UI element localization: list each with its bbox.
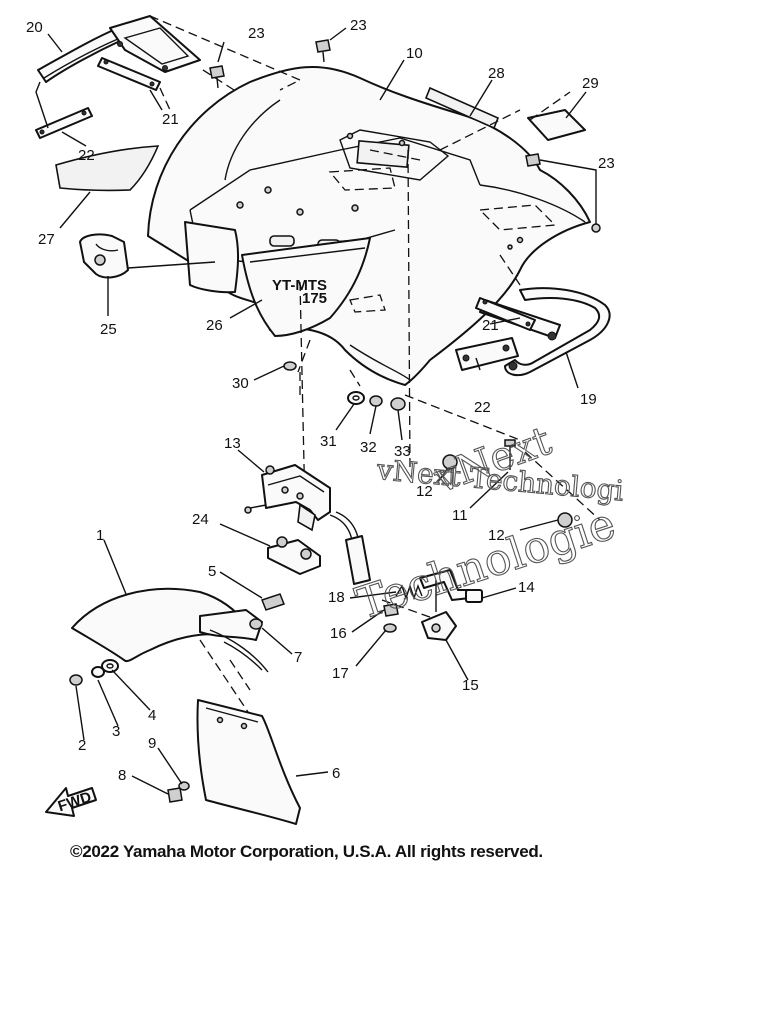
nut-7 — [249, 618, 263, 630]
bolt-top-b — [315, 39, 331, 63]
callout-26: 26 — [206, 317, 223, 334]
spring — [395, 583, 423, 601]
callout-17: 17 — [332, 665, 349, 682]
plate-right — [455, 337, 519, 371]
callout-23: 23 — [248, 25, 265, 42]
callout-2: 2 — [78, 737, 86, 754]
bolt-right — [525, 153, 601, 233]
callout-6: 6 — [332, 765, 340, 782]
bolt-top-a — [209, 65, 225, 89]
rear-bracket — [244, 464, 331, 532]
copyright-notice: ©2022 Yamaha Motor Corporation, U.S.A. A… — [70, 842, 543, 861]
fwd-arrow-icon: FWD — [45, 787, 97, 817]
grommet-a — [442, 454, 458, 470]
watermark: vNext vNext Technologi Technologie — [350, 417, 626, 630]
switch-rod — [419, 569, 483, 603]
callout-10: 10 — [406, 45, 423, 62]
clip — [283, 361, 297, 371]
callout-22: 22 — [78, 147, 95, 164]
callout-25: 25 — [100, 321, 117, 338]
callout-1: 1 — [96, 527, 104, 544]
callout-5: 5 — [208, 563, 216, 580]
callout-labels: 20 23 23 10 28 29 21 22 23 27 25 26 21 2… — [26, 17, 615, 784]
callout-14: 14 — [518, 579, 535, 596]
grab-bar-left — [37, 15, 201, 83]
nut — [390, 397, 406, 411]
callout-23: 23 — [350, 17, 367, 34]
pad — [527, 109, 586, 141]
callout-19: 19 — [580, 391, 597, 408]
mud-flap — [196, 699, 301, 825]
callout-3: 3 — [112, 723, 120, 740]
washer-9 — [178, 781, 190, 791]
callout-13: 13 — [224, 435, 241, 452]
callout-28: 28 — [488, 65, 505, 82]
callout-22: 22 — [474, 399, 491, 416]
brake-switch — [421, 580, 457, 641]
screw-16 — [383, 603, 399, 617]
decal-sub-text: 175 — [302, 290, 327, 307]
washer-17 — [383, 623, 397, 633]
callout-32: 32 — [360, 439, 377, 456]
callout-33: 33 — [394, 443, 411, 460]
callout-20: 20 — [26, 19, 43, 36]
callout-12: 12 — [416, 483, 433, 500]
wire-harness — [329, 511, 371, 585]
washer-3 — [91, 666, 105, 678]
grab-bar-bracket-right — [475, 297, 536, 331]
callout-29: 29 — [582, 75, 599, 92]
bolt-8 — [167, 787, 183, 803]
callout-21: 21 — [162, 111, 179, 128]
callout-11: 11 — [452, 507, 468, 524]
callout-4: 4 — [148, 707, 156, 724]
plate-left — [35, 81, 93, 139]
washer-b — [369, 395, 383, 407]
watermark-line3: Technologie — [350, 498, 621, 630]
screw — [504, 439, 516, 470]
callout-9: 9 — [148, 735, 156, 752]
stay — [267, 536, 321, 575]
washer-4 — [101, 659, 119, 673]
callout-12: 12 — [488, 527, 505, 544]
callout-16: 16 — [330, 625, 347, 642]
inner-panel — [184, 221, 239, 294]
callout-24: 24 — [192, 511, 209, 528]
front-mudguard — [71, 587, 269, 673]
bolt-5 — [261, 593, 285, 611]
washer-a — [347, 391, 365, 405]
grab-bar-right — [479, 287, 611, 377]
callout-27: 27 — [38, 231, 55, 248]
callout-31: 31 — [320, 433, 337, 450]
decal-left — [55, 145, 160, 192]
leader-lines — [47, 27, 597, 795]
callout-23: 23 — [598, 155, 615, 172]
callout-15: 15 — [462, 677, 479, 694]
bolt-2 — [69, 674, 83, 686]
callout-21: 21 — [482, 317, 499, 334]
callout-30: 30 — [232, 375, 249, 392]
callout-8: 8 — [118, 767, 126, 784]
tail-lamp — [79, 233, 216, 279]
grab-bar-bracket-left — [97, 57, 171, 111]
callout-7: 7 — [294, 649, 302, 666]
callout-18: 18 — [328, 589, 345, 606]
